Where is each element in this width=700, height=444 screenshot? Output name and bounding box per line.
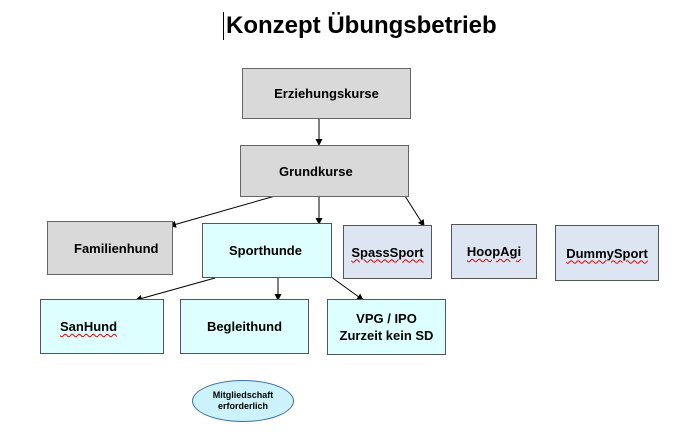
page-title: Konzept Übungsbetrieb <box>226 12 497 39</box>
node-sanhund-label: SanHund <box>60 319 118 334</box>
node-dummysport: DummySport <box>555 225 659 281</box>
arrow-grundkurse-to-spasssport <box>404 195 425 227</box>
node-hoopagi-label: HoopAgi <box>466 244 522 259</box>
text-cursor <box>223 12 224 40</box>
node-familienhund: Familienhund <box>47 221 173 275</box>
node-vpg-ipo: VPG / IPO Zurzeit kein SD <box>327 299 446 355</box>
membership-note-line2: erforderlich <box>217 401 268 411</box>
node-dummysport-label: DummySport <box>566 245 648 261</box>
arrow-grundkurse-to-familienhund <box>169 195 276 228</box>
node-vpg-label-line1: VPG / IPO <box>356 311 417 326</box>
node-sanhund: SanHund <box>40 299 164 354</box>
membership-note-oval: Mitgliedschaft erforderlich <box>192 380 294 422</box>
node-familienhund-label: Familienhund <box>74 240 159 256</box>
node-sporthunde: Sporthunde <box>202 223 332 278</box>
node-grundkurse: Grundkurse <box>240 145 409 197</box>
node-begleithund-label: Begleithund <box>206 319 283 334</box>
node-erziehungskurse-label: Erziehungskurse <box>274 86 379 101</box>
node-hoopagi: HoopAgi <box>451 224 537 279</box>
arrow-sporthunde-to-sanhund <box>135 277 216 302</box>
membership-note-line1: Mitgliedschaft <box>212 390 274 400</box>
node-spasssport-label: SpassSport <box>351 244 424 260</box>
node-spasssport: SpassSport <box>343 225 432 279</box>
node-vpg-label-line2: Zurzeit kein SD <box>339 328 434 343</box>
node-grundkurse-label: Grundkurse <box>279 163 353 179</box>
node-sporthunde-label: Sporthunde <box>229 243 302 258</box>
node-erziehungskurse: Erziehungskurse <box>242 68 411 119</box>
node-begleithund: Begleithund <box>180 299 309 354</box>
